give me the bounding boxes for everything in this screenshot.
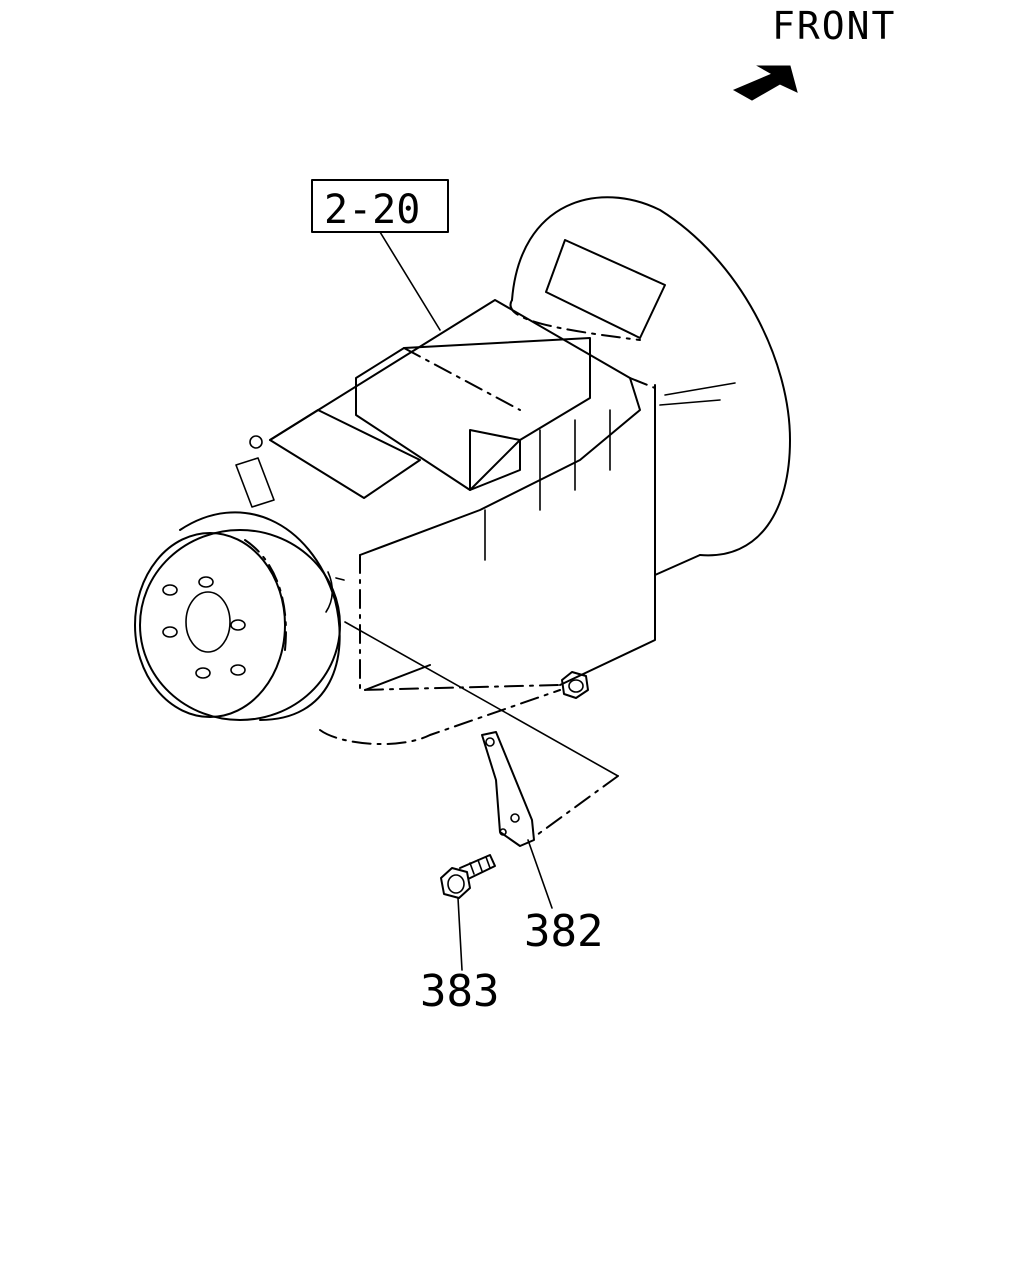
mount-line-dashed xyxy=(529,775,619,841)
drain-plug xyxy=(561,671,589,699)
bracket-part-382 xyxy=(481,731,535,847)
drum-bolts xyxy=(162,576,246,679)
front-label: FRONT xyxy=(772,4,896,48)
reference-label: 2-20 xyxy=(324,187,420,233)
callout-leader-383 xyxy=(457,897,463,971)
reference-leader xyxy=(379,231,441,331)
callout-label-382: 382 xyxy=(524,906,603,957)
callout-leader-382 xyxy=(527,839,553,909)
reference-box: 2-20 xyxy=(311,179,449,233)
callout-label-383: 383 xyxy=(420,966,499,1017)
front-arrow-icon xyxy=(732,65,798,101)
bolt-part-383 xyxy=(440,854,496,899)
mount-line xyxy=(344,621,619,777)
transmission-assembly xyxy=(134,196,791,745)
